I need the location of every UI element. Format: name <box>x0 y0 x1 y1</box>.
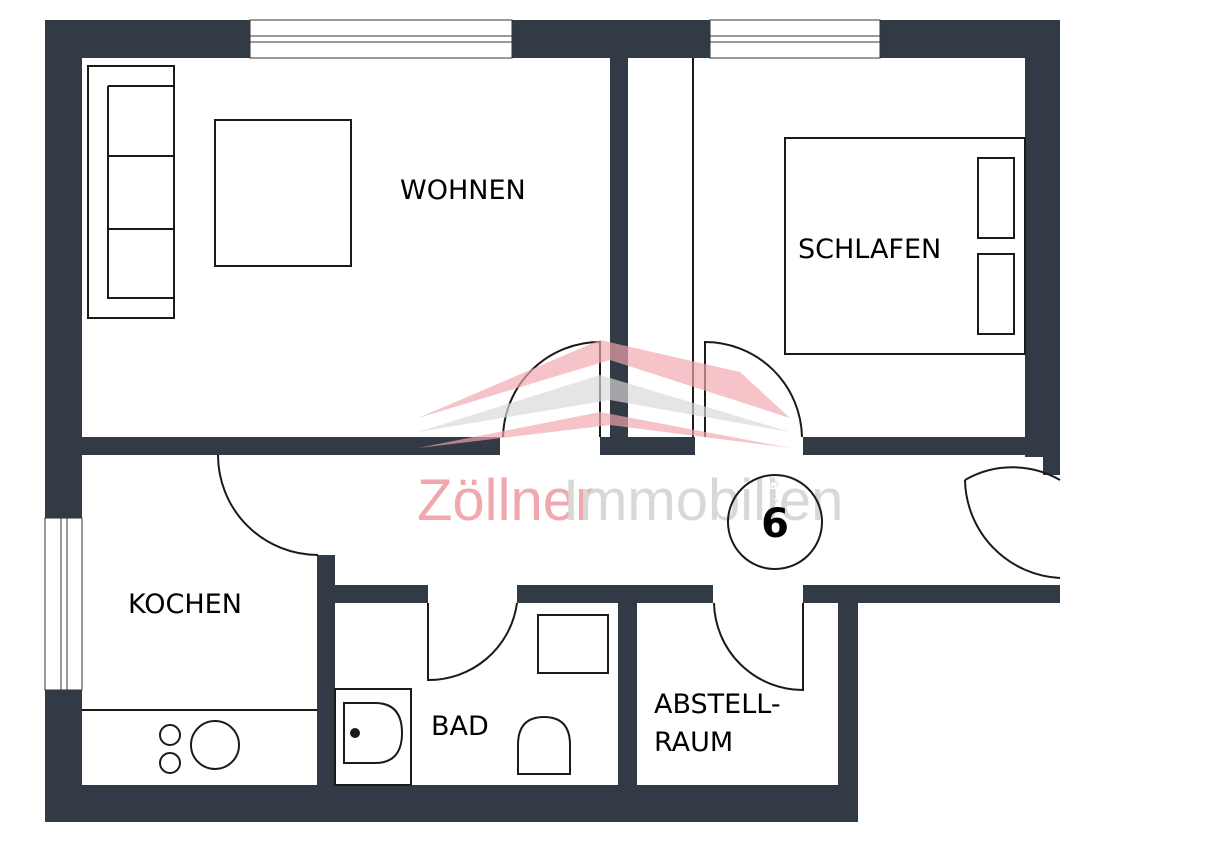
watermark-suffix: GmbH <box>767 480 780 515</box>
unit-circle <box>727 474 823 570</box>
room-label-abstell-2: RAUM <box>654 727 733 758</box>
room-label-schlafen: SCHLAFEN <box>798 234 941 265</box>
windows <box>44 19 881 691</box>
unit-number: 6 <box>761 501 789 547</box>
toilet <box>517 715 571 775</box>
shower <box>334 688 412 786</box>
room-label-wohnen: WOHNEN <box>400 175 526 206</box>
room-label-bad: BAD <box>431 711 489 742</box>
sofa <box>87 65 175 319</box>
table <box>214 119 352 267</box>
watermark-logo <box>418 340 790 448</box>
room-label-kochen: KOCHEN <box>128 589 242 620</box>
furniture <box>82 65 1026 786</box>
watermark-text-1: Zöllner <box>417 468 594 533</box>
watermark-text-2: Immobilien <box>563 468 843 533</box>
room-label-abstell-1: ABSTELL- <box>654 689 781 720</box>
bed <box>784 137 1026 355</box>
walls <box>45 20 1060 822</box>
sink <box>537 614 609 674</box>
